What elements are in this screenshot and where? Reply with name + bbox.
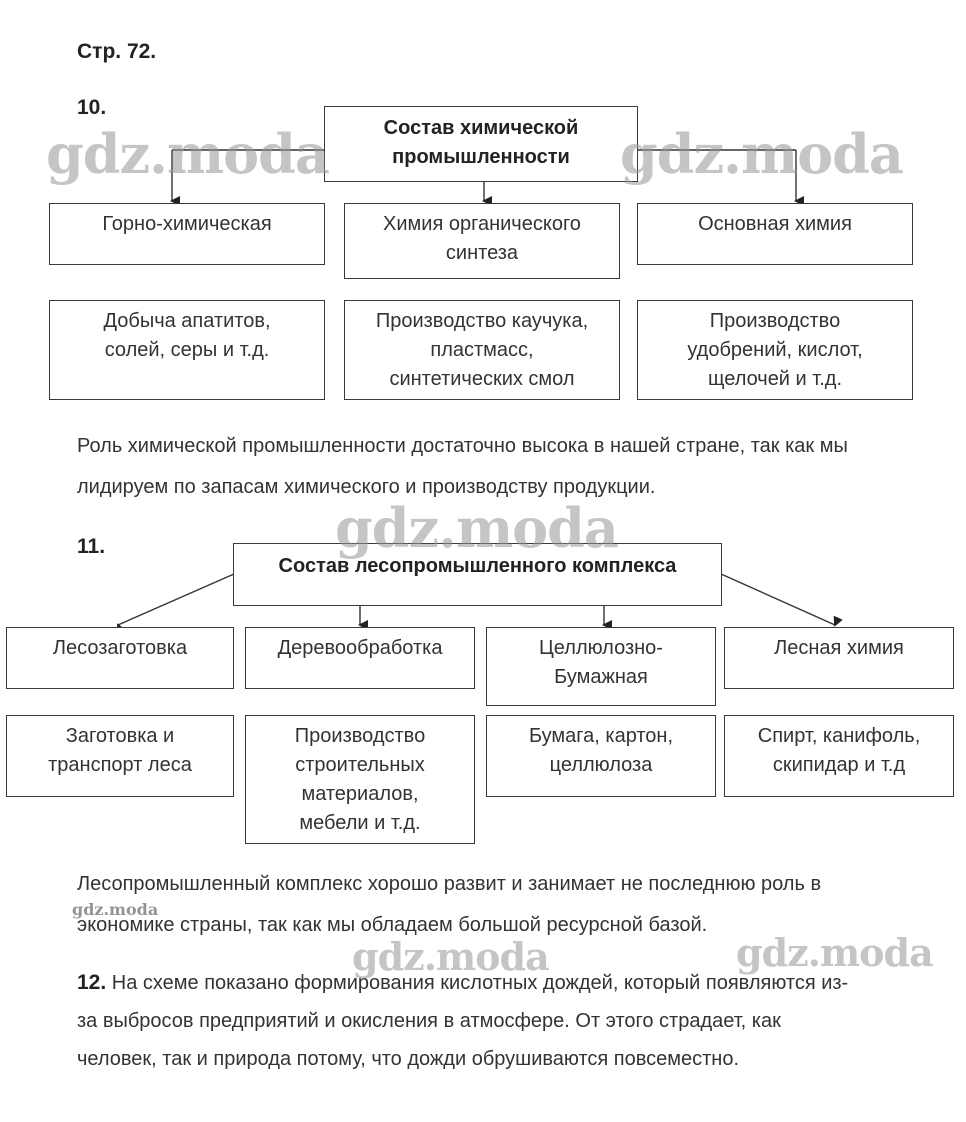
exercise-11-number: 11. [77, 535, 106, 558]
ex11-category-3-line-2: Бумажная [554, 666, 648, 688]
ex12-paragraph-line-1-text: На схеме показано формирования кислотных… [111, 972, 849, 994]
ex11-detail-1-line-2: транспорт леса [48, 754, 192, 776]
ex11-category-forest-chemistry: Лесная химия [724, 627, 954, 689]
watermark: gdz.moda [335, 496, 619, 560]
ex11-category-4-line-1: Лесная химия [774, 637, 904, 659]
ex10-detail-3-line-3: щелочей и т.д. [708, 368, 842, 390]
ex11-detail-2: Производство строительных материалов, ме… [245, 715, 475, 844]
ex11-detail-4-line-2: скипидар и т.д [772, 754, 906, 776]
ex11-detail-3-line-2: целлюлоза [549, 754, 653, 776]
watermark: gdz.moda [72, 900, 159, 919]
ex11-paragraph: Лесопромышленный комплекс хорошо развит … [77, 864, 934, 946]
ex10-connectors [170, 149, 804, 206]
ex10-detail-1-line-2: солей, серы и т.д. [104, 339, 270, 361]
ex11-detail-2-line-3: материалов, [301, 783, 419, 805]
ex11-paragraph-line-1: Лесопромышленный комплекс хорошо развит … [77, 873, 822, 895]
ex11-root-line-1: Состав лесопромышленного комплекса [278, 555, 677, 577]
ex10-category-mining-chemical: Горно-химическая [49, 203, 325, 265]
ex11-category-2-line-1: Деревообработка [277, 637, 443, 659]
ex11-detail-1-line-1: Заготовка и [65, 725, 175, 747]
ex10-detail-3: Производство удобрений, кислот, щелочей … [637, 300, 913, 400]
ex11-category-woodworking: Деревообработка [245, 627, 475, 689]
ex10-category-basic-chemistry: Основная химия [637, 203, 913, 265]
ex11-detail-2-line-1: Производство [294, 725, 426, 747]
ex10-detail-2-line-2: пластмасс, [430, 339, 534, 361]
ex10-detail-3-line-2: удобрений, кислот, [687, 339, 863, 361]
ex11-category-logging: Лесозаготовка [6, 627, 234, 689]
ex10-detail-2-line-3: синтетических смол [389, 368, 575, 390]
ex11-paragraph-line-2: экономике страны, так как мы обладаем бо… [77, 914, 708, 936]
ex12-paragraph-line-3: человек, так и природа потому, что дожди… [77, 1048, 740, 1070]
ex10-detail-2: Производство каучука, пластмасс, синтети… [344, 300, 620, 400]
ex10-root-line-1: Состав химической [383, 117, 579, 139]
ex11-connectors [116, 573, 843, 635]
ex11-detail-3: Бумага, картон, целлюлоза [486, 715, 716, 797]
ex10-root-box: Состав химической промышленности [324, 106, 638, 182]
ex11-detail-3-line-1: Бумага, картон, [528, 725, 674, 747]
ex10-category-2-line-1: Химия органического [383, 213, 581, 235]
ex10-paragraph: Роль химической промышленности достаточн… [77, 426, 934, 508]
ex12-paragraph-line-1: 12. На схеме показано формирования кисло… [77, 964, 934, 1002]
ex11-category-3-line-1: Целлюлозно- [539, 637, 663, 659]
ex10-paragraph-line-2: лидируем по запасам химического и произв… [77, 476, 656, 498]
ex10-category-1-line-1: Горно-химическая [102, 213, 272, 235]
ex11-detail-2-line-2: строительных [295, 754, 425, 776]
ex12-paragraph: 12. На схеме показано формирования кисло… [77, 964, 934, 1078]
watermark: gdz.moda [352, 934, 550, 979]
ex10-paragraph-line-1: Роль химической промышленности достаточн… [77, 435, 848, 457]
page-label: Стр. 72. [77, 40, 157, 63]
ex11-root-box: Состав лесопромышленного комплекса [233, 543, 722, 606]
ex10-detail-1: Добыча апатитов, солей, серы и т.д. [49, 300, 325, 400]
ex10-root-line-2: промышленности [392, 146, 570, 168]
exercise-10-number: 10. [77, 96, 107, 119]
watermark: gdz.moda [46, 122, 330, 186]
ex10-category-3-line-1: Основная химия [698, 213, 852, 235]
ex11-detail-4-line-1: Спирт, канифоль, [757, 725, 921, 747]
watermark: gdz.moda [620, 122, 904, 186]
ex10-detail-2-line-1: Производство каучука, [375, 310, 589, 332]
ex10-detail-3-line-1: Производство [709, 310, 841, 332]
ex11-detail-4: Спирт, канифоль, скипидар и т.д [724, 715, 954, 797]
ex10-category-organic-synthesis: Химия органического синтеза [344, 203, 620, 279]
ex10-category-2-line-2: синтеза [445, 242, 519, 264]
ex10-detail-1-line-1: Добыча апатитов, [103, 310, 271, 332]
ex11-detail-2-line-4: мебели и т.д. [299, 812, 421, 834]
ex12-paragraph-line-2: за выбросов предприятий и окисления в ат… [77, 1010, 781, 1032]
ex11-category-1-line-1: Лесозаготовка [52, 637, 188, 659]
exercise-12-number: 12. [77, 971, 107, 994]
ex11-detail-1: Заготовка и транспорт леса [6, 715, 234, 797]
watermark: gdz.moda [736, 930, 934, 975]
ex11-category-pulp-paper: Целлюлозно- Бумажная [486, 627, 716, 706]
